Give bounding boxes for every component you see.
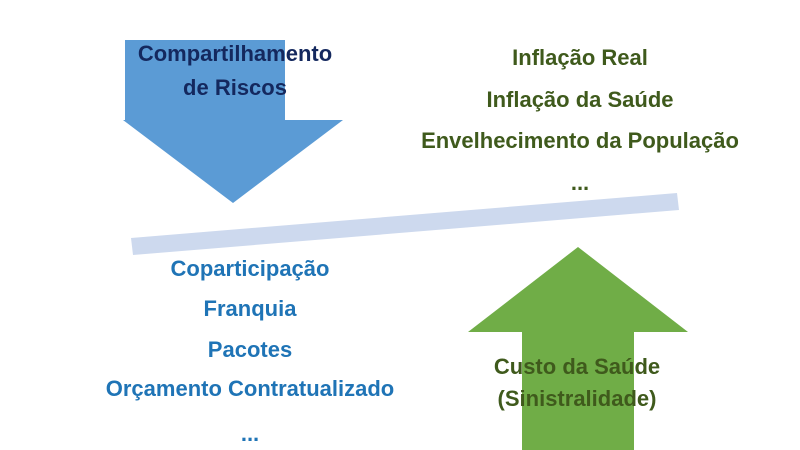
risk-sharing-label-line1: Compartilhamento	[137, 41, 333, 66]
mechanism-item: Coparticipação	[170, 256, 330, 281]
pressure-item: Envelhecimento da População	[421, 128, 739, 153]
health-cost-label: Custo da Saúde (Sinistralidade)	[452, 354, 702, 412]
down-arrow-shape	[123, 40, 343, 203]
pressure-item: Inflação Real	[512, 45, 648, 70]
pressure-item: ...	[570, 170, 590, 195]
mechanism-item: Orçamento Contratualizado	[105, 376, 395, 401]
up-arrow-shape	[468, 247, 688, 450]
pressure-item: Inflação da Saúde	[486, 87, 674, 112]
risk-sharing-label: Compartilhamento de Riscos	[110, 41, 360, 101]
risk-sharing-label-line2: de Riscos	[183, 75, 287, 100]
mechanism-item: Pacotes	[207, 337, 293, 362]
balance-beam	[131, 193, 679, 255]
mechanism-item: ...	[240, 421, 260, 446]
health-cost-label-line1: Custo da Saúde	[493, 354, 661, 379]
mechanism-item: Franquia	[203, 296, 297, 321]
health-cost-label-line2: (Sinistralidade)	[497, 386, 657, 411]
